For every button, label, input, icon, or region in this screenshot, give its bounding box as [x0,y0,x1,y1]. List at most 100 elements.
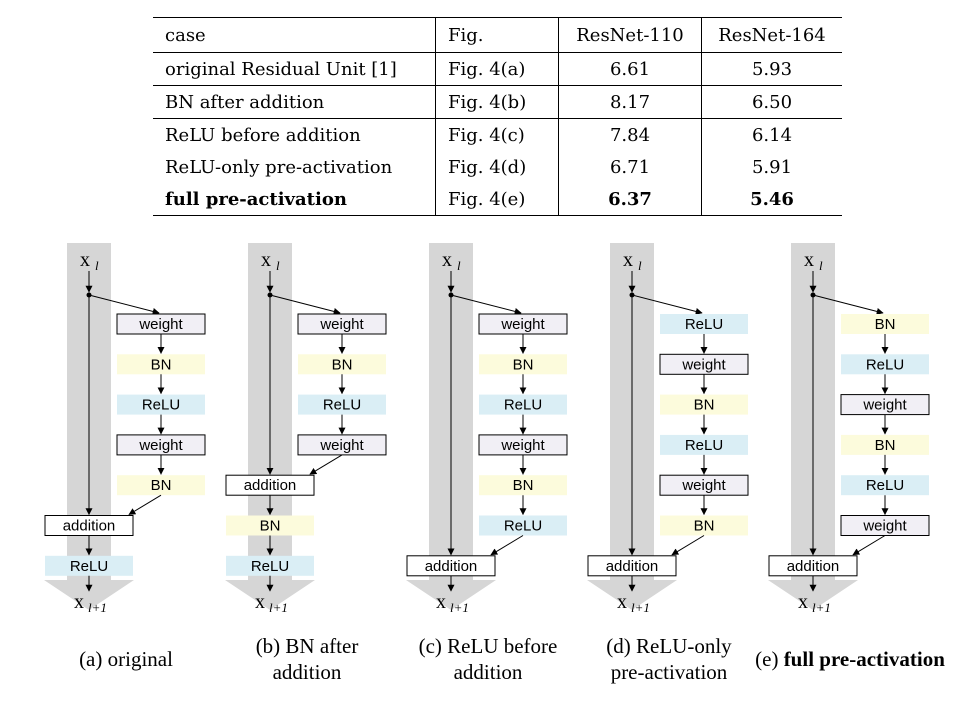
weight-label: weight [862,397,907,414]
cell-r110: 6.37 [558,183,702,216]
input-label: x [442,249,452,271]
relu-box [660,314,748,334]
cell-r110: 8.17 [558,85,702,119]
cell-fig: Fig. 4(e) [435,183,559,216]
input-subscript: l [276,258,280,273]
bn-box [226,515,314,536]
output-label: x [798,591,808,613]
cell-case: original Residual Unit [1] [153,52,436,86]
caption-e: (e) full pre-activation [755,647,945,671]
bn-label: BN [151,356,172,373]
output-label: x [617,591,627,613]
branch-arrow [812,294,884,315]
input-label: x [261,249,271,271]
caption-a: (a) original [79,647,173,671]
relu-label: ReLU [685,316,723,333]
cell-r110: 6.61 [558,52,702,86]
bn-box [479,475,567,496]
header-case: case [153,17,436,53]
bn-label: BN [513,477,534,494]
header-resnet110: ResNet-110 [558,17,702,53]
bn-box [117,354,205,375]
merge-arrow [852,535,886,556]
bn-box [298,354,386,375]
relu-label: ReLU [504,397,542,414]
bn-label: BN [875,437,896,454]
output-subscript: l+1 [812,600,831,615]
bn-label: BN [694,518,715,535]
weight-label: weight [681,477,726,494]
bn-box [660,515,748,536]
branch-arrow [88,294,160,315]
weight-label: weight [319,437,364,454]
cell-fig: Fig. 4(a) [435,52,559,86]
branch-arrow [269,294,341,315]
cell-case: ReLU-only pre-activation [165,156,393,178]
relu-box [226,555,314,576]
cell-fig: Fig. 4(d) [435,151,559,183]
branch-arrow [631,294,703,315]
output-subscript: l+1 [269,600,288,615]
relu-box [479,515,567,536]
input-subscript: l [457,258,461,273]
input-subscript: l [638,258,642,273]
bn-label: BN [151,477,172,494]
merge-arrow [671,535,705,556]
output-subscript: l+1 [88,600,107,615]
cell-r164: 5.93 [701,52,842,86]
merge-arrow [128,494,162,515]
weight-label: weight [681,356,726,373]
addition-label: addition [787,558,840,575]
weight-label: weight [500,437,545,454]
table-row: BN after addition Fig. 4(b) 8.17 6.50 [153,85,842,119]
output-label: x [74,591,84,613]
bn-box [117,475,205,496]
merge-arrow [309,454,343,475]
input-label: x [623,249,633,271]
header-fig: Fig. [435,17,559,53]
table-row: ReLU-only pre-activation Fig. 4(d) 6.71 … [153,151,842,183]
table-row: original Residual Unit [1] Fig. 4(a) 6.6… [153,52,842,86]
bn-box [841,434,929,455]
input-subscript: l [819,258,823,273]
input-label: x [80,249,90,271]
addition-label: addition [244,477,297,494]
addition-label: addition [606,558,659,575]
output-subscript: l+1 [450,600,469,615]
cell-case: ReLU before addition [165,124,361,146]
merge-arrow [490,535,524,556]
addition-label: addition [63,518,116,535]
output-label: x [255,591,265,613]
output-label: x [436,591,446,613]
relu-box [841,354,929,375]
relu-box [660,434,748,455]
cell-fig: Fig. 4(c) [435,118,559,151]
bn-label: BN [332,356,353,373]
bn-box [479,354,567,375]
weight-label: weight [500,316,545,333]
cell-r164: 6.50 [701,85,842,119]
relu-label: ReLU [866,356,904,373]
relu-box [479,394,567,415]
cell-r164: 6.14 [701,118,842,151]
cell-r164: 5.91 [701,151,842,183]
results-table: case Fig. ResNet-110 ResNet-164 original… [153,17,842,216]
relu-label: ReLU [70,558,108,575]
cell-r110: 6.71 [558,151,702,183]
relu-label: ReLU [251,558,289,575]
bn-label: BN [875,316,896,333]
relu-label: ReLU [504,518,542,535]
relu-label: ReLU [685,437,723,454]
weight-label: weight [862,518,907,535]
relu-box [45,555,133,576]
cell-case: BN after addition [153,85,436,119]
relu-box [298,394,386,415]
bn-box [660,394,748,415]
